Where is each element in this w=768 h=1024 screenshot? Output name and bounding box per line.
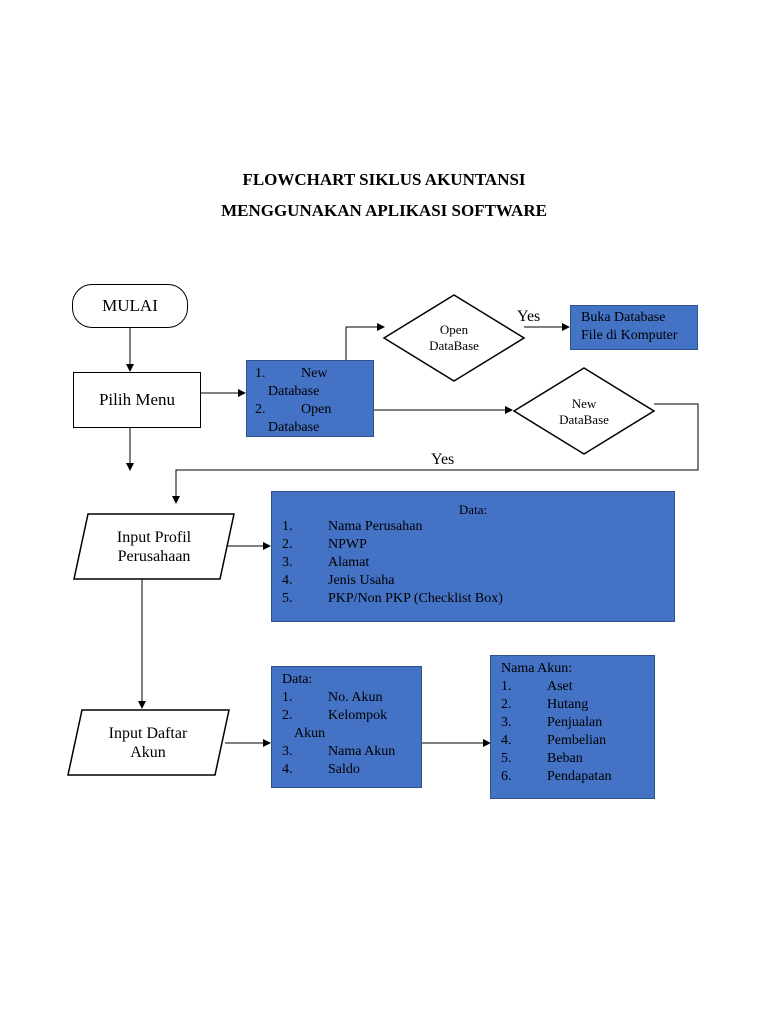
nama-akun-item: 1. Aset — [501, 678, 644, 696]
profil-data-item: 4. Jenis Usaha — [282, 572, 664, 590]
profil-data-item-text: Alamat — [328, 555, 370, 570]
akun-data-overflow-edge — [272, 781, 421, 787]
decision-open-text: Open DataBase — [404, 322, 504, 354]
akun-item-1-number: 1. — [282, 690, 293, 705]
nama-akun-item: 5. Beban — [501, 750, 644, 768]
akun-item-1-text: No. Akun — [328, 690, 383, 705]
nama-akun-item: 4. Pembelian — [501, 732, 644, 750]
nama-akun-box: Nama Akun: 1. Aset 2. Hutang 3. Penjualan 4. Pe… — [490, 655, 655, 799]
nama-akun-item-number: 4. — [501, 733, 512, 748]
input-profil-text: Input Profil Perusahaan — [84, 528, 224, 566]
akun-item-4-number: 4. — [282, 762, 293, 777]
nama-akun-item-text: Pembelian — [547, 733, 607, 748]
input-akun-line2: Akun — [130, 744, 166, 761]
akun-data-box: Data: 1. No. Akun 2. Kelompok Akun 3. Nama … — [271, 666, 422, 788]
profil-data-item-text: Nama Perusahan — [328, 519, 423, 534]
title-line-2: MENGGUNAKAN APLIKASI SOFTWARE — [221, 201, 547, 220]
decision-new-line2: DataBase — [559, 412, 609, 427]
profil-data-item-text: PKP/Non PKP (Checklist Box) — [328, 591, 503, 606]
yes-label-new: Yes — [431, 451, 455, 468]
profil-data-list: 1. Nama Perusahan 2. NPWP 3. Alamat 4. Jenis Us… — [282, 518, 664, 608]
profil-data-item: 1. Nama Perusahan — [282, 518, 664, 536]
profil-data-item-number: 3. — [282, 555, 293, 570]
nama-akun-item-number: 3. — [501, 715, 512, 730]
nama-akun-item: 6. Pendapatan — [501, 768, 644, 786]
akun-item-2-continued: Akun — [294, 726, 326, 741]
akun-item-2-number: 2. — [282, 708, 293, 723]
option-1-number: 1. — [255, 366, 266, 381]
profil-data-item-text: Jenis Usaha — [328, 573, 395, 588]
arrow-options-to-open — [345, 323, 385, 360]
profil-data-item: 5. PKP/Non PKP (Checklist Box) — [282, 590, 664, 608]
nama-akun-item: 2. Hutang — [501, 696, 644, 714]
option-2-text: Open — [301, 402, 332, 417]
start-label: MULAI — [102, 296, 158, 315]
nama-akun-item-text: Hutang — [547, 697, 589, 712]
input-profil-line2: Perusahaan — [117, 548, 191, 565]
akun-item-3-number: 3. — [282, 744, 293, 759]
nama-akun-overflow-edge — [491, 792, 654, 798]
profil-data-item-number: 1. — [282, 519, 293, 534]
decision-new-line1: New — [571, 396, 597, 411]
decision-open-line2: DataBase — [429, 338, 479, 353]
arrow-new-yes-to-profil — [172, 403, 699, 504]
nama-akun-item-text: Pendapatan — [547, 769, 612, 784]
decision-open-shape — [382, 294, 526, 382]
profil-data-item: 2. NPWP — [282, 536, 664, 554]
profil-data-item: 3. Alamat — [282, 554, 664, 572]
input-akun-line1: Input Daftar — [108, 725, 188, 742]
option-2-number: 2. — [255, 402, 266, 417]
option-2-continued: Database — [268, 420, 320, 435]
nama-akun-item-number: 5. — [501, 751, 512, 766]
nama-akun-item: 3. Penjualan — [501, 714, 644, 732]
nama-akun-item-text: Penjualan — [547, 715, 603, 730]
nama-akun-item-number: 1. — [501, 679, 512, 694]
nama-akun-list: 1. Aset 2. Hutang 3. Penjualan 4. Pembelian 5. Be… — [501, 678, 644, 786]
nama-akun-item-text: Aset — [547, 679, 573, 694]
akun-item-4-text: Saldo — [328, 762, 360, 777]
buka-database-line2: File di Komputer — [581, 328, 678, 343]
akun-data-heading: Data: — [282, 672, 313, 687]
input-akun-text: Input Daftar Akun — [78, 724, 218, 762]
profil-data-item-number: 2. — [282, 537, 293, 552]
decision-new-shape — [512, 367, 656, 455]
option-1-continued: Database — [268, 384, 320, 399]
input-profil-line1: Input Profil — [116, 529, 192, 546]
pilih-menu-label: Pilih Menu — [98, 390, 176, 409]
akun-item-2-text: Kelompok — [328, 708, 388, 723]
decision-open-line1: Open — [439, 322, 469, 337]
input-akun-shape — [67, 709, 230, 776]
menu-options-box: 1. New Database 2. Open Database — [246, 360, 374, 437]
buka-database-box: Buka Database File di Komputer — [570, 305, 698, 350]
nama-akun-item-text: Beban — [547, 751, 583, 766]
title-line-1: FLOWCHART SIKLUS AKUNTANSI — [242, 170, 526, 189]
start-terminal: MULAI — [72, 284, 188, 328]
profil-data-item-number: 4. — [282, 573, 293, 588]
nama-akun-heading: Nama Akun: — [501, 661, 573, 676]
decision-new-text: New DataBase — [534, 396, 634, 428]
pilih-menu-process: Pilih Menu — [73, 372, 201, 428]
yes-label-open: Yes — [517, 308, 541, 325]
akun-item-3-text: Nama Akun — [328, 744, 396, 759]
nama-akun-item-number: 6. — [501, 769, 512, 784]
profil-data-box: Data: 1. Nama Perusahan 2. NPWP 3. Alamat 4. Je… — [271, 491, 675, 622]
profil-data-heading: Data: — [458, 502, 488, 517]
input-profil-shape — [73, 513, 235, 580]
option-1-text: New — [301, 366, 328, 381]
buka-database-line1: Buka Database — [581, 310, 666, 325]
nama-akun-item-number: 2. — [501, 697, 512, 712]
profil-data-item-number: 5. — [282, 591, 293, 606]
profil-data-item-text: NPWP — [328, 537, 367, 552]
